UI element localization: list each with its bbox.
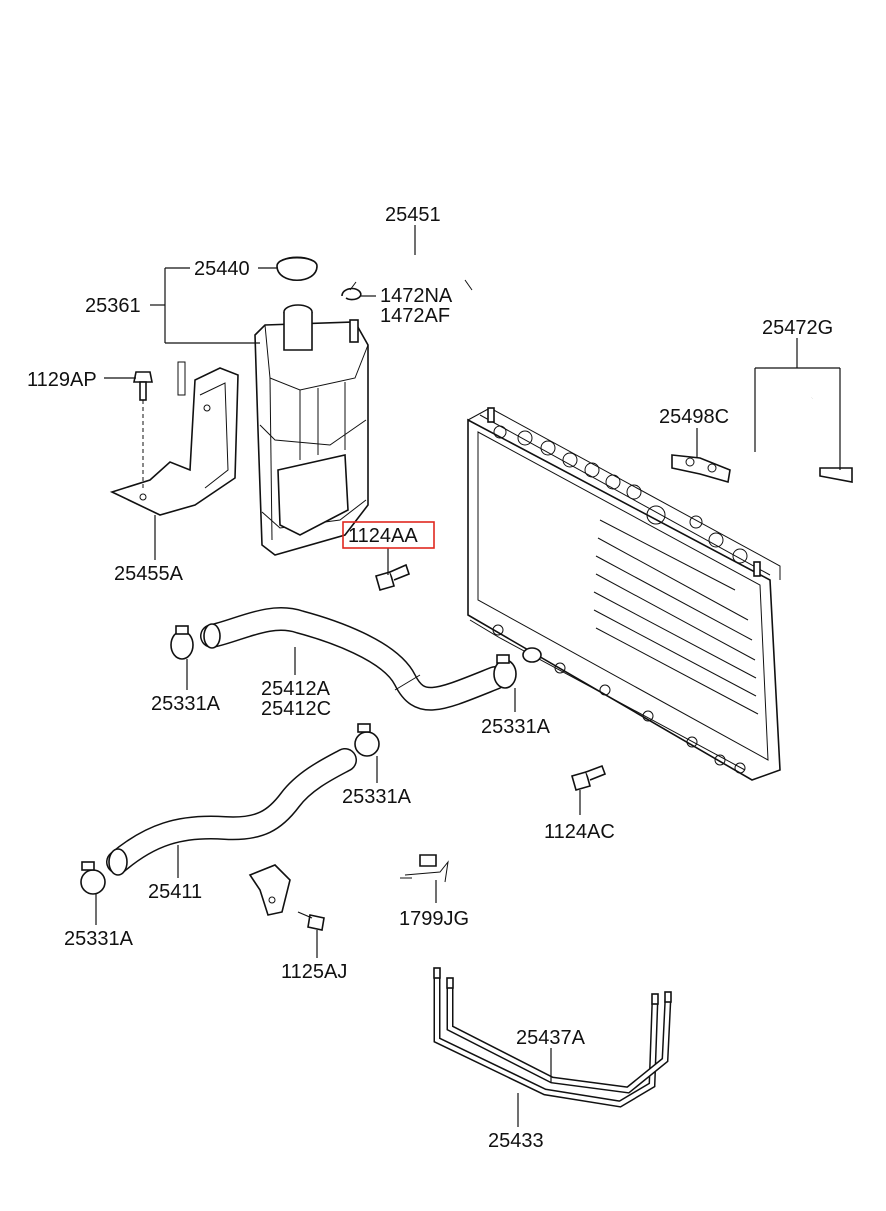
hose-clamp-3 [354,723,380,757]
lower-hose [106,748,357,876]
label-25455A[interactable]: 25455A [114,563,184,585]
label-25331A-lower-right[interactable]: 25331A [342,786,412,808]
bolt-1124AA [375,563,410,591]
label-25412A[interactable]: 25412A [261,678,331,700]
radiator [467,407,781,781]
label-1124AA[interactable]: 1124AA [348,525,418,547]
wire-1799JG [400,854,449,883]
label-1799JG[interactable]: 1799JG [399,908,469,930]
radiator-bottom-tank [492,624,746,774]
reservoir-bracket [109,361,239,516]
label-25451[interactable]: 25451 [385,204,441,226]
reservoir-tank [254,256,369,556]
label-25412C[interactable]: 25412C [261,698,331,720]
label-25437A[interactable]: 25437A [516,1027,586,1049]
hose-clamp-4 [80,861,106,895]
label-1124AC[interactable]: 1124AC [544,821,615,843]
label-25433[interactable]: 25433 [488,1130,544,1152]
upper-hose [200,607,507,711]
radiator-top-tank [487,407,761,577]
hose-clip [341,281,362,301]
radiator-fins [593,519,759,715]
bolt-1124AC [571,764,607,791]
label-1129AP[interactable]: 1129AP [27,369,97,391]
part-labels: 25451 25440 25361 1472NA 1472AF 1129AP 2… [27,204,833,1152]
label-25331A-upper-right[interactable]: 25331A [481,716,551,738]
label-25472G[interactable]: 25472G [762,317,833,339]
label-1472AF[interactable]: 1472AF [380,305,450,327]
oil-cooler-hose-set [433,967,672,1108]
label-1125AJ[interactable]: 1125AJ [281,961,347,983]
label-25331A-lower-left[interactable]: 25331A [64,928,134,950]
hose-clamp-2 [493,654,517,689]
oil-cooler-pipe [671,396,853,484]
highlight-box [342,521,435,549]
label-25331A-upper-left[interactable]: 25331A [151,693,221,715]
hose-clamp-1 [170,625,194,660]
label-1472NA[interactable]: 1472NA [380,285,453,307]
bolt-1129AP [133,371,153,490]
label-25411[interactable]: 25411 [148,881,202,903]
leader-lines [95,225,841,1127]
label-25498C[interactable]: 25498C [659,406,729,428]
bracket-1125AJ [248,864,325,931]
overflow-hose [352,249,598,353]
label-25361[interactable]: 25361 [85,295,141,317]
label-25440[interactable]: 25440 [194,258,250,280]
